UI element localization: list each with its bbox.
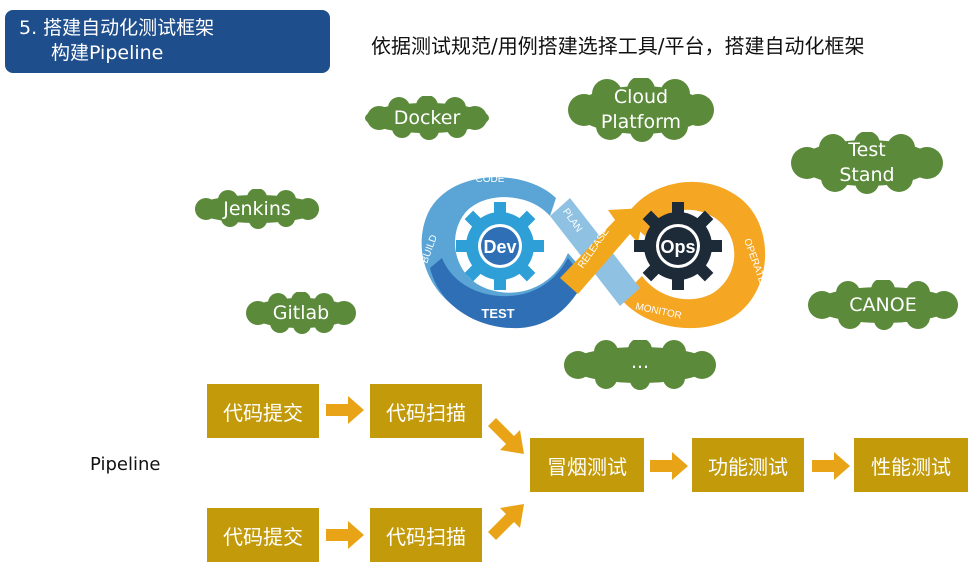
cloud-cloud-platform-label: Cloud Platform [600,86,682,133]
cloud-more-label: ... [630,350,650,373]
cloud-jenkins-label: Jenkins [223,197,291,220]
cloud-more: ... [556,340,724,390]
arrow-right-icon [326,521,364,549]
cloud-test-stand: Test Stand [785,132,949,194]
step-code-scan-2: 代码扫描 [370,508,482,562]
cloud-docker-label: Docker [393,106,461,129]
ops-gear-icon [634,202,722,290]
ops-label: Ops [660,237,695,257]
cloud-shape [195,189,319,229]
step-code-commit-2: 代码提交 [207,508,319,562]
cloud-jenkins: Jenkins [186,189,328,229]
release-band [560,208,645,294]
stage-deploy: DEPLOY [658,174,699,185]
arrow-down-right-icon [488,418,524,454]
cloud-shape [791,132,943,194]
cloud-shape [808,280,958,330]
cloud-gitlab-label: Gitlab [272,301,330,324]
dev-label: Dev [483,237,516,257]
arrow-right-icon [326,396,364,424]
section-title-line2: 构建Pipeline [51,42,164,64]
arrow-right-icon [650,452,688,480]
arrow-right-icon [812,452,850,480]
cloud-gitlab: Gitlab [240,292,362,334]
section-title-line1: 5. 搭建自动化测试框架 [19,17,215,39]
step-smoke-test: 冒烟测试 [530,438,644,492]
pipeline-label: Pipeline [90,454,161,475]
arrow-up-right-icon [488,504,524,540]
cloud-shape [246,292,356,334]
cloud-shape [564,340,716,390]
cloud-docker: Docker [357,96,497,140]
cloud-test-stand-label: Test Stand [839,139,895,186]
stage-code: CODE [476,174,505,185]
devops-infinity-diagram: Dev Ops CODE BUILD TEST PLAN RELEASE DEP… [419,174,768,329]
test-band [430,258,585,329]
cloud-canoe: CANOE [800,280,966,330]
cloud-shape [365,96,489,140]
cloud-shape [568,78,714,142]
dev-gear-icon [456,202,544,290]
step-code-scan-1: 代码扫描 [370,384,482,438]
subtitle: 依据测试规范/用例搭建选择工具/平台，搭建自动化框架 [371,34,865,58]
cloud-cloud-platform: Cloud Platform [562,78,720,142]
stage-test: TEST [481,306,514,321]
step-functional-test: 功能测试 [692,438,804,492]
section-title-box: 5. 搭建自动化测试框架 构建Pipeline [5,10,330,73]
cloud-canoe-label: CANOE [849,293,917,316]
step-performance-test: 性能测试 [854,438,968,492]
step-code-commit-1: 代码提交 [207,384,319,438]
